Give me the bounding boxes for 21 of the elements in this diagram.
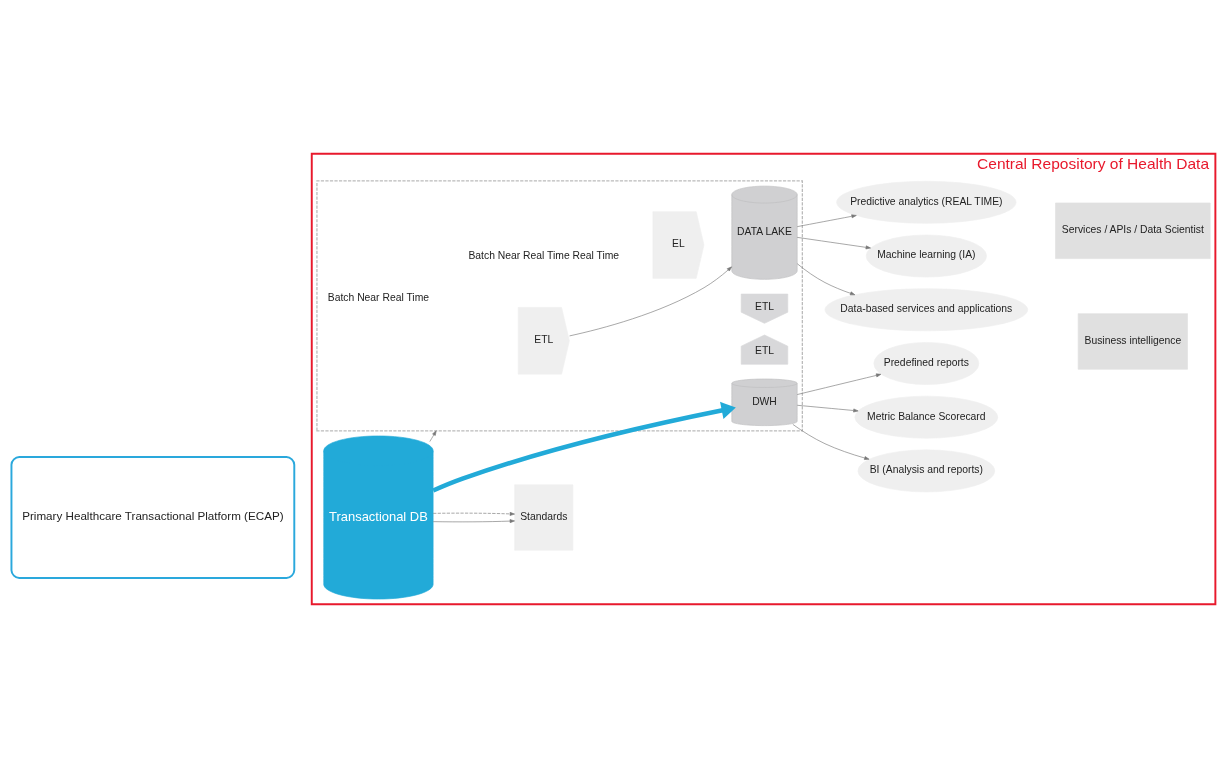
arrow bbox=[429, 429, 437, 442]
arrow bbox=[796, 262, 856, 295]
arrow bbox=[432, 401, 736, 493]
arrow bbox=[796, 236, 871, 249]
arrow bbox=[796, 213, 857, 227]
label: Batch Near Real Time Real Time bbox=[468, 249, 620, 261]
arrow bbox=[796, 404, 859, 412]
node-box: Services / APIs / Data Scientist bbox=[1055, 202, 1211, 259]
node-ellipse: Predictive analytics (REAL TIME) bbox=[836, 180, 1017, 224]
arrow bbox=[792, 423, 870, 460]
node-box: Standards bbox=[514, 484, 574, 550]
node-ellipse: Data-based services and applications bbox=[824, 287, 1029, 331]
node-ellipse: BI (Analysis and reports) bbox=[857, 449, 996, 492]
arrow bbox=[432, 518, 515, 523]
arrow bbox=[432, 511, 515, 516]
arrow bbox=[796, 373, 882, 395]
label: Batch Near Real Time bbox=[327, 291, 430, 303]
node-box: Primary Healthcare Transactional Platform (ECAP) bbox=[10, 455, 296, 579]
cluster bbox=[316, 179, 803, 431]
arrow bbox=[569, 266, 732, 336]
node-box: Business intelligence bbox=[1077, 312, 1188, 370]
